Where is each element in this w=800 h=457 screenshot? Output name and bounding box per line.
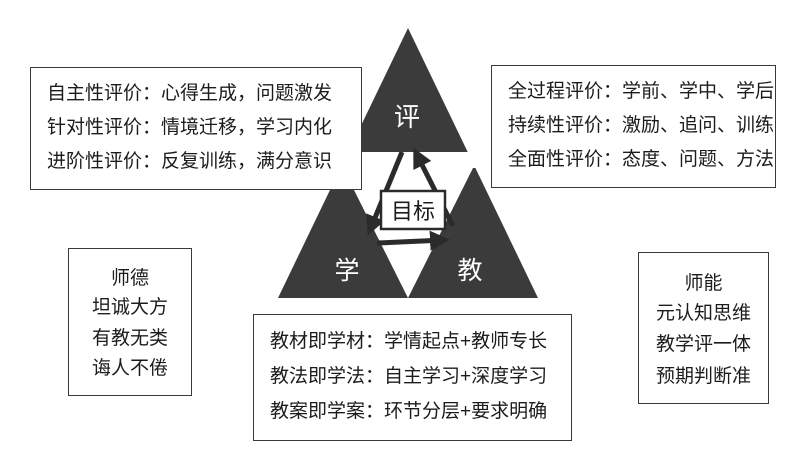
- teach-label: 教: [457, 257, 482, 285]
- panel-line: 针对性评价：情境迁移，学习内化: [47, 117, 333, 139]
- panel-line: 教法即学法：自主学习+深度学习: [270, 366, 548, 388]
- eval-label: 评: [394, 102, 420, 132]
- top-right-panel: 全过程评价：学前、学中、学后 持续性评价：激励、追问、训练 全面性评价：态度、问…: [491, 65, 776, 188]
- panel-line: 诲人不倦: [91, 358, 168, 380]
- panel-title: 师德: [110, 267, 149, 289]
- panel-line: 教材即学材：学情起点+教师专长: [270, 331, 548, 353]
- panel-line: 全过程评价：学前、学中、学后: [508, 81, 775, 103]
- learn-label: 学: [334, 257, 359, 285]
- arrow-learn-to-teach: [376, 230, 450, 251]
- panel-line: 教学评一体: [655, 334, 751, 356]
- panel-line: 进阶性评价：反复训练，满分意识: [47, 151, 333, 173]
- panel-line: 教案即学案：环节分层+要求明确: [270, 401, 548, 423]
- panel-line: 预期判断准: [655, 365, 751, 387]
- teacher-ability-panel: 师能 元认知思维 教学评一体 预期判断准: [638, 252, 769, 404]
- panel-line: 全面性评价：态度、问题、方法: [508, 149, 775, 171]
- panel-line: 坦诚大方: [91, 297, 168, 319]
- panel-line: 元认知思维: [655, 303, 751, 325]
- panel-line: 有教无类: [91, 327, 168, 349]
- arrow-teach-to-eval: [413, 147, 456, 228]
- bottom-panel: 教材即学材：学情起点+教师专长 教法即学法：自主学习+深度学习 教案即学案：环节…: [253, 314, 572, 441]
- goal-label: 目标: [391, 199, 435, 224]
- top-left-panel: 自主性评价：心得生成，问题激发 针对性评价：情境迁移，学习内化 进阶性评价：反复…: [30, 67, 362, 190]
- panel-line: 持续性评价：激励、追问、训练: [508, 115, 775, 137]
- panel-title: 师能: [684, 272, 723, 294]
- goal-box: [379, 189, 447, 231]
- teacher-virtue-panel: 师德 坦诚大方 有教无类 诲人不倦: [68, 248, 192, 396]
- panel-line: 自主性评价：心得生成，问题激发: [47, 83, 333, 105]
